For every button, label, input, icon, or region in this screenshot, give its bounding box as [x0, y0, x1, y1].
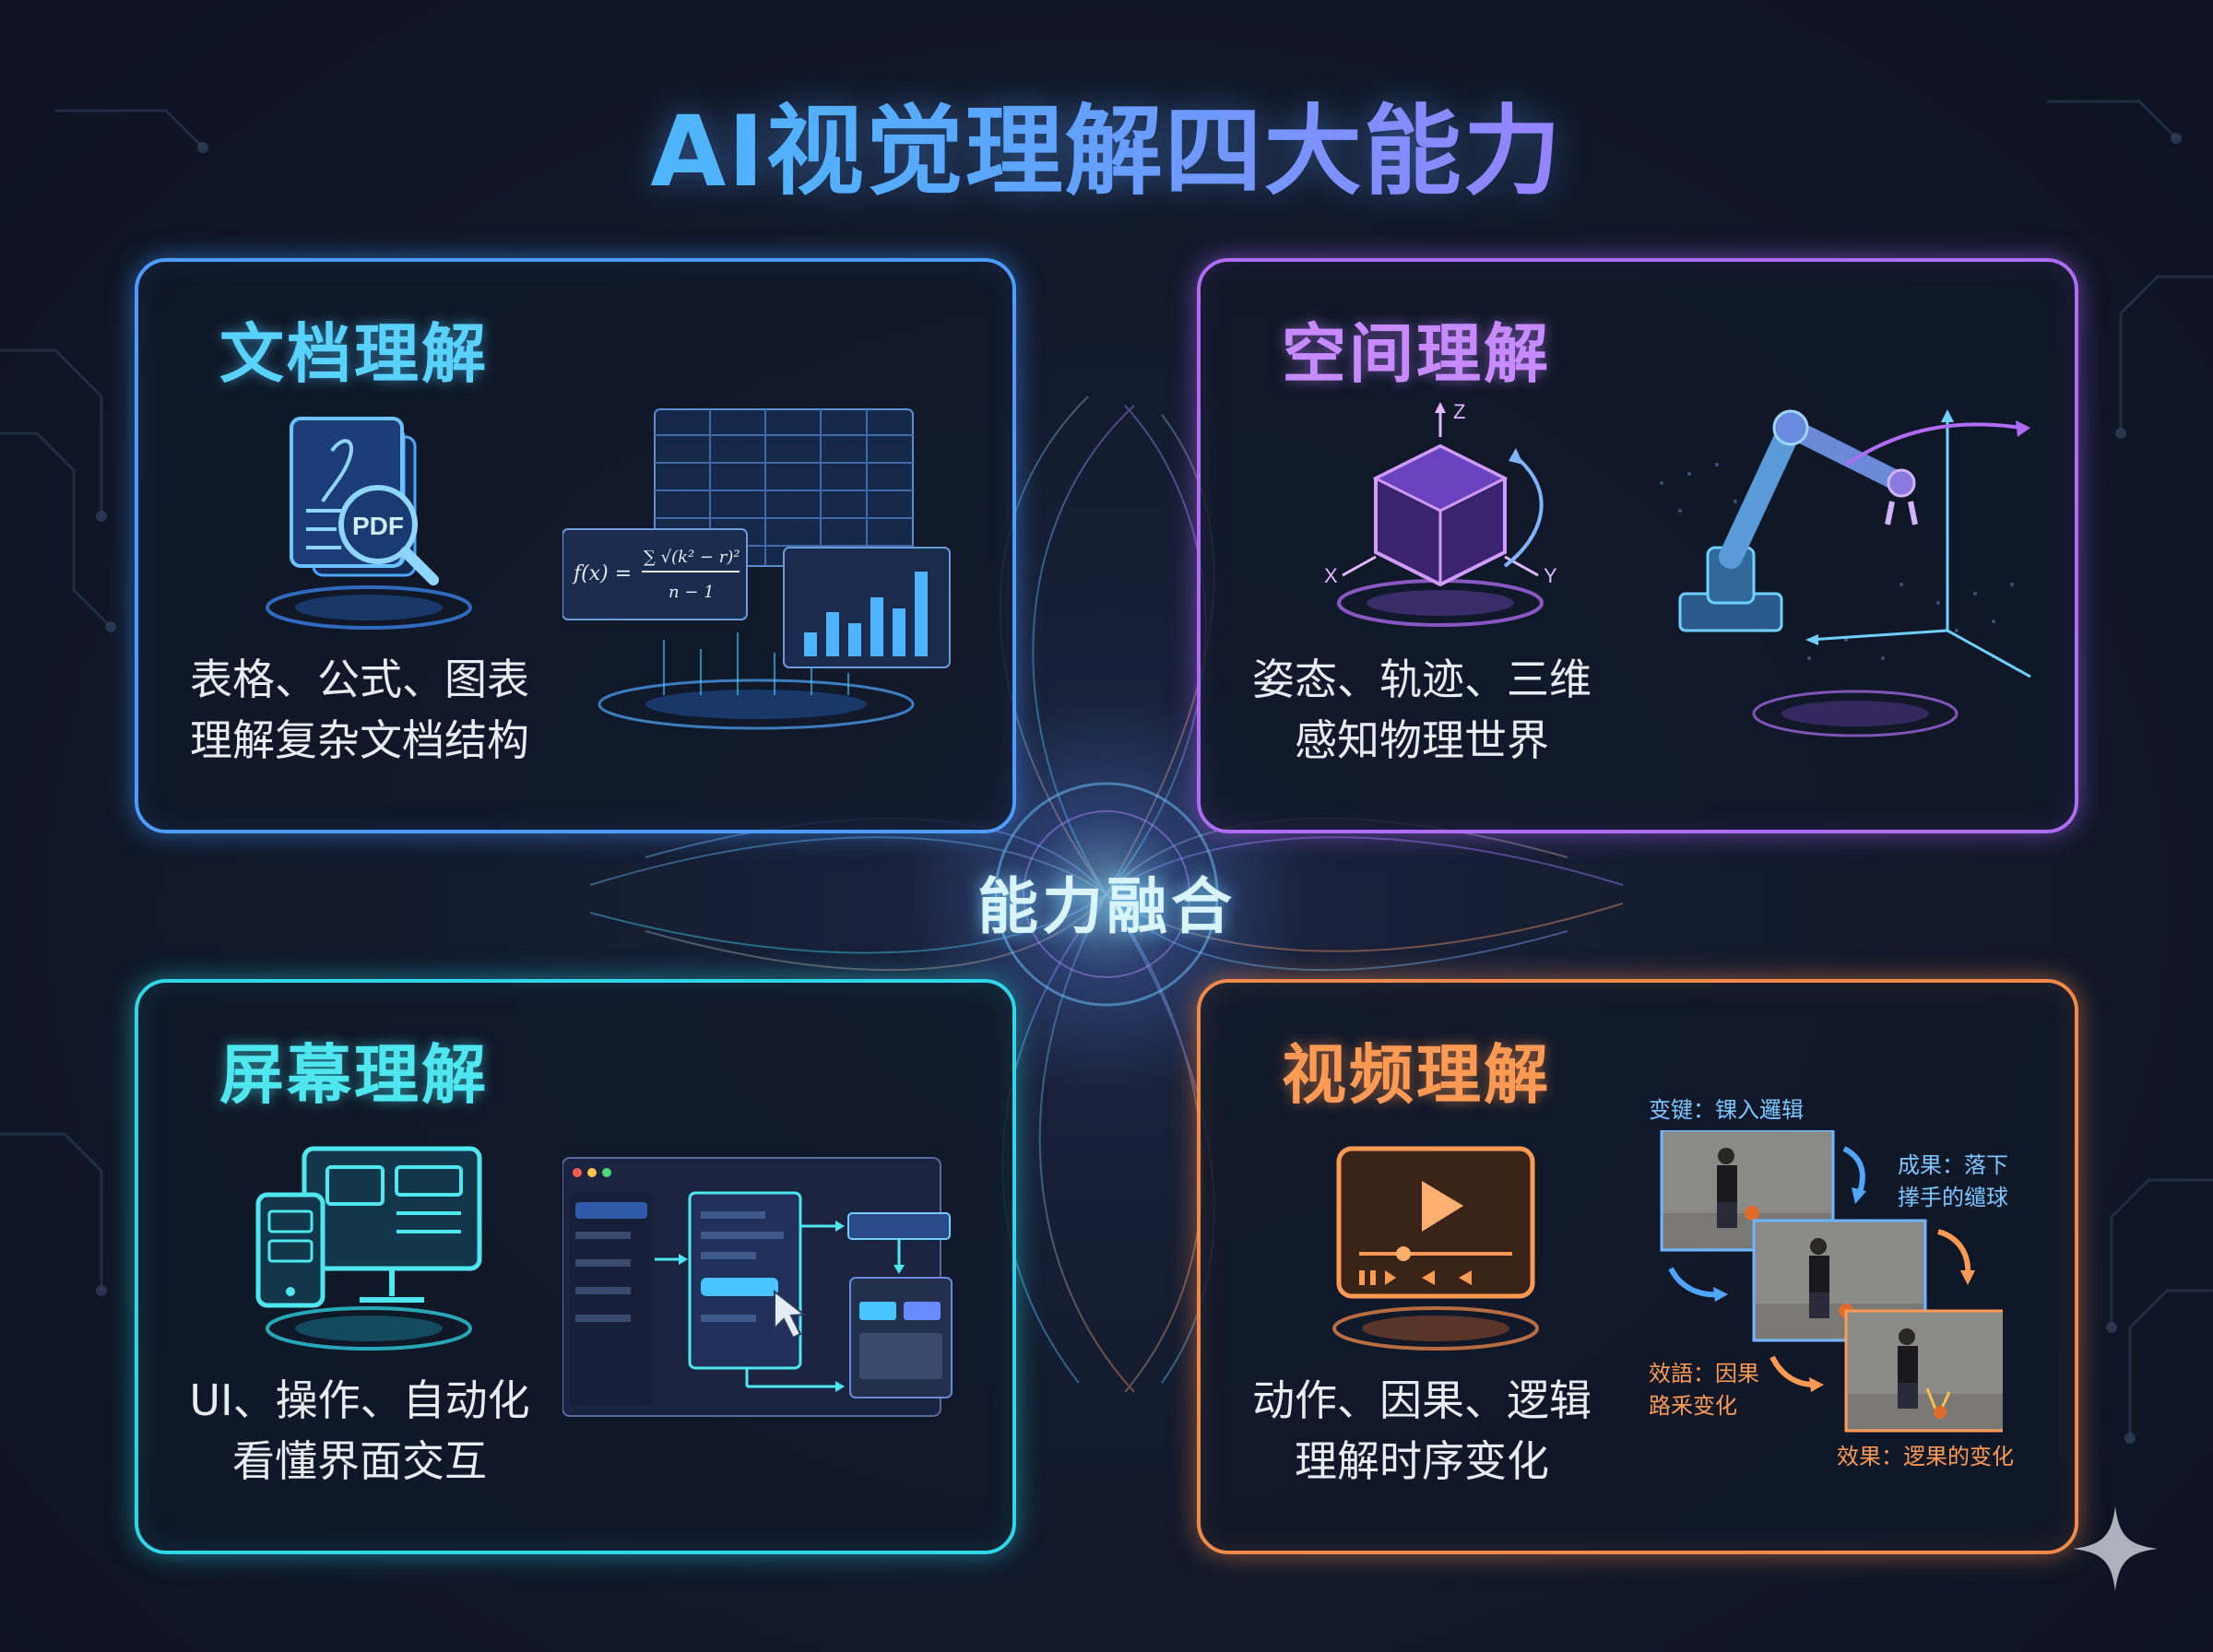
- video-frames-illustration: [1660, 1130, 2003, 1433]
- card-video-understanding: 视频理解 变键：锞入邏辑: [1197, 979, 2078, 1554]
- chart-panel: [783, 547, 951, 668]
- card-desc-document: 表格、公式、图表 理解复杂文档结构: [190, 655, 529, 765]
- circuit-lines: [0, 100, 2213, 1438]
- card-desc-video: 动作、因果、逻辑 理解时序变化: [1252, 1375, 1592, 1486]
- video-caption-bottom: 效果：逻果的变化: [1837, 1444, 2014, 1469]
- video-caption-top: 变键：锞入邏辑: [1649, 1097, 1804, 1123]
- devices-icon: [255, 1146, 482, 1351]
- video-caption-right: 成果：落下 搼手的缱球: [1898, 1152, 2008, 1210]
- center-fusion-label: 能力融合: [977, 871, 1236, 942]
- robot-arm-illustration: [1660, 409, 2031, 738]
- formula-panel: [562, 528, 748, 620]
- card-desc-screen: UI、操作、自动化 看懂界面交互: [189, 1375, 530, 1486]
- svg-text:∑ √(k² − r)²: ∑ √(k² − r)²: [644, 548, 740, 567]
- card-desc-spatial: 姿态、轨迹、三维 感知物理世界: [1252, 655, 1592, 765]
- pdf-search-icon: PDF: [266, 417, 472, 630]
- document-illustration: f(x) = ∑ √(k² − r)² n − 1: [562, 408, 951, 730]
- sparkle-icon: [2073, 1506, 2158, 1591]
- card-document-understanding: 文档理解 PDF f(x) = ∑ √(k² − r)² n − 1: [135, 258, 1016, 833]
- 3d-cube-icon: Z X Y: [1324, 400, 1557, 627]
- svg-text:n − 1: n − 1: [669, 583, 715, 602]
- video-player-icon: [1332, 1146, 1539, 1351]
- ui-automation-illustration: [562, 1157, 953, 1417]
- pdf-badge: PDF: [352, 512, 404, 540]
- svg-text:Y: Y: [1544, 564, 1557, 587]
- card-title-video: 视频理解: [1282, 1037, 1551, 1113]
- video-caption-left: 效語：因果 路釆变化: [1649, 1361, 1759, 1419]
- card-title-spatial: 空间理解: [1282, 316, 1551, 392]
- svg-text:X: X: [1324, 564, 1338, 587]
- card-screen-understanding: 屏幕理解: [135, 979, 1016, 1554]
- card-title-document: 文档理解: [219, 316, 489, 392]
- video-frame-3: [1844, 1309, 2003, 1433]
- svg-text:Z: Z: [1453, 400, 1465, 423]
- page-title: AI视觉理解四大能力: [0, 72, 2213, 214]
- card-spatial-understanding: 空间理解 Z X Y: [1197, 258, 2078, 833]
- svg-text:f(x) =: f(x) =: [572, 562, 632, 585]
- card-title-screen: 屏幕理解: [219, 1037, 489, 1113]
